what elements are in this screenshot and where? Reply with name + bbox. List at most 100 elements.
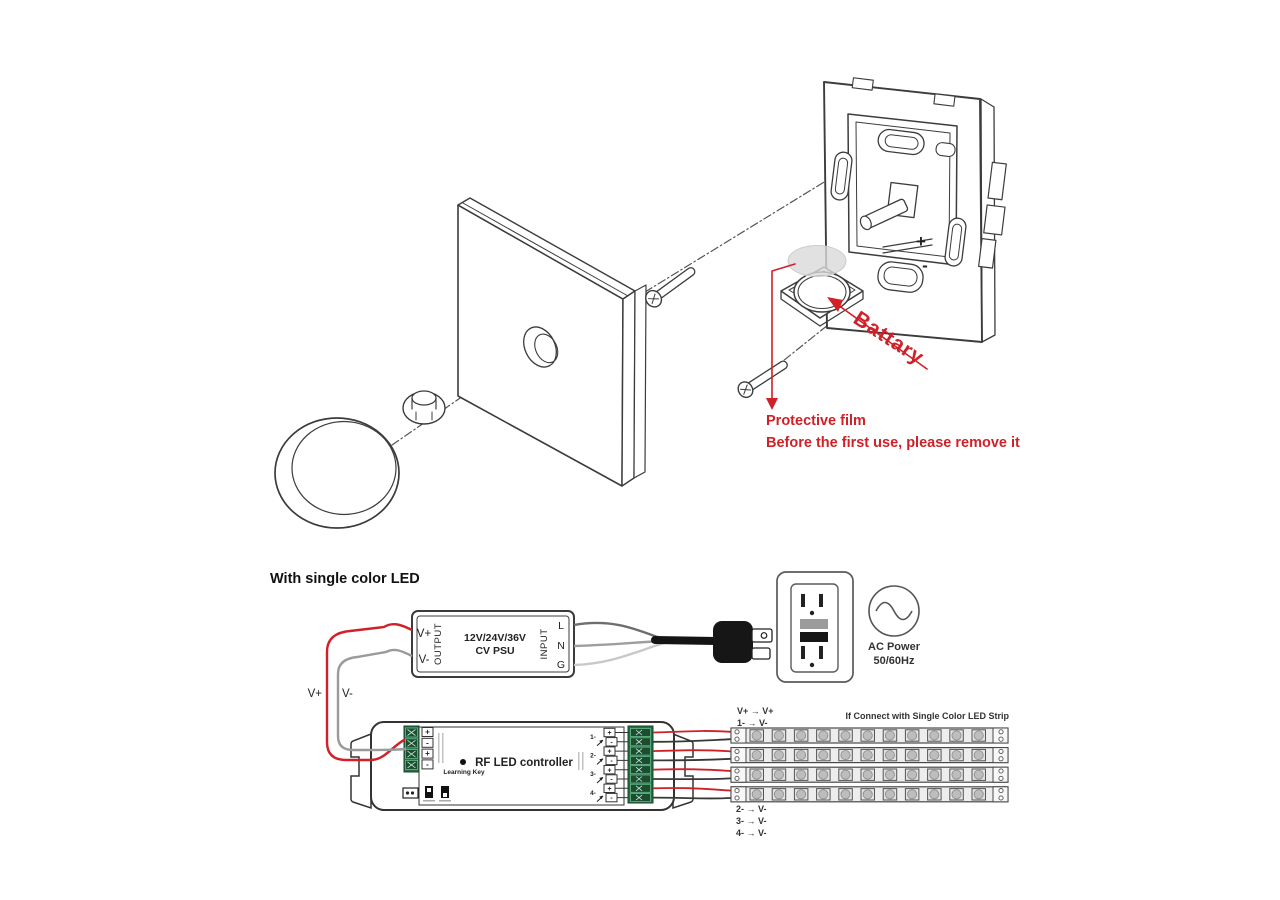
psu-terminal-N: N	[557, 640, 565, 652]
connection-legend: V+ → V+ 1- → V- 2- → V- 3- → V- 4- → V- …	[736, 706, 1010, 838]
panel-hole	[523, 326, 559, 368]
psu-vplus-label: V+	[417, 628, 432, 640]
output-terminal-screw	[630, 756, 651, 765]
led-strip	[730, 727, 1009, 744]
psu-input-label: INPUT	[539, 629, 550, 660]
battery-arrow-line	[837, 304, 928, 370]
ac-power-line1: AC Power	[868, 641, 921, 653]
bracket-slot-bottom	[877, 261, 924, 293]
svg-text:1-: 1-	[590, 734, 596, 741]
input-polarity-mark: -	[426, 738, 429, 747]
output-terminal-screw	[630, 793, 651, 802]
flange-nut	[402, 390, 446, 425]
led-strips	[730, 727, 1009, 803]
bracket-slot-top	[877, 128, 925, 156]
strip-wire-positive	[652, 749, 732, 753]
mapping-bottom-2: 3- → V-	[736, 816, 767, 826]
battery-minus-mark: -	[922, 256, 928, 275]
plug-prong-ground	[751, 628, 773, 643]
psu-model-line2: CV PSU	[475, 645, 514, 657]
protective-film	[787, 245, 847, 277]
dc-bus-wires: V+ V-	[308, 622, 413, 762]
controller-output-channel: 1- + -	[590, 727, 651, 747]
psu-output-label: OUTPUT	[433, 623, 444, 665]
coin-battery	[793, 271, 851, 313]
dip-switch-2[interactable]	[441, 786, 449, 798]
strip-wire-negative	[652, 757, 732, 762]
svg-text:+: +	[607, 730, 611, 737]
film-note-line2: Before the first use, please remove it	[766, 435, 1020, 451]
output-terminal-screw	[630, 737, 651, 747]
led-strip	[730, 786, 1009, 803]
film-arrowhead	[766, 398, 778, 410]
battery-annotation	[827, 297, 928, 370]
power-plug	[713, 621, 773, 663]
bracket-slot-left	[830, 151, 853, 201]
plug-prong-flat	[751, 647, 771, 660]
rotary-knob	[274, 417, 400, 529]
glass-faceplate	[457, 197, 647, 487]
svg-text:-: -	[610, 739, 613, 746]
svg-text:4-: 4-	[590, 790, 596, 797]
ac-power-line2: 50/60Hz	[874, 655, 915, 667]
bus-vplus-label: V+	[308, 688, 323, 700]
output-terminal-screw	[630, 728, 651, 737]
strip-wire-positive	[652, 730, 732, 734]
mapping-top-1: V+ → V+	[737, 706, 774, 716]
psu-box: V+ V- OUTPUT 12V/24V/36V CV PSU INPUT L …	[411, 610, 575, 678]
battery-screw	[737, 360, 788, 399]
strip-solder-pad	[992, 727, 1009, 744]
strip-wire-negative	[652, 796, 732, 800]
strip-solder-pad	[992, 766, 1009, 783]
film-annotation	[766, 263, 796, 410]
ac-input-wires	[573, 621, 720, 667]
strip-note: If Connect with Single Color LED Strip	[846, 711, 1010, 721]
power-cord	[651, 636, 720, 645]
strip-wire-positive	[652, 768, 732, 772]
axis-line-screw	[644, 167, 848, 293]
input-polarity-box	[421, 748, 434, 759]
svg-text:-: -	[610, 795, 613, 802]
outlet-test-button	[800, 619, 828, 629]
output-channels: 1-+-2-+-3-+-4-+-	[590, 727, 651, 803]
psu-model-line1: 12V/24V/36V	[464, 632, 526, 644]
battery-plus-mark: +	[916, 232, 926, 251]
input-terminal-details: +-+-	[405, 727, 434, 770]
bus-vminus-label: V-	[342, 688, 353, 700]
learning-key-button[interactable]	[460, 759, 466, 765]
input-polarity-box	[421, 727, 434, 737]
input-polarity-mark: +	[425, 749, 430, 758]
input-polarity-box	[421, 759, 434, 770]
controller-output-channel: 2-+-	[590, 746, 651, 766]
svg-text:+: +	[607, 786, 611, 793]
psu-terminal-L: L	[558, 620, 564, 632]
strip-solder-pad	[992, 747, 1009, 764]
mapping-top-2: 1- → V-	[737, 718, 768, 728]
controller-output-channel: 4- + -	[590, 783, 651, 803]
output-terminal-screw	[630, 765, 651, 775]
wall-outlet	[776, 571, 854, 683]
wiring-diagram: With single color LED V+ V- OUTPUT 12V/2…	[270, 571, 1010, 838]
input-polarity-mark: -	[426, 760, 429, 769]
strip-solder-pad	[992, 786, 1009, 803]
led-strip	[730, 766, 1009, 783]
sine-wave-icon	[875, 601, 913, 621]
vplus-wire	[325, 622, 413, 762]
input-polarity-mark: +	[425, 728, 430, 737]
strip-wire-negative	[652, 738, 732, 743]
vminus-wire	[336, 648, 413, 752]
strip-wires	[652, 730, 732, 800]
bracket-slot-right	[944, 217, 967, 267]
film-arrow-line	[771, 263, 796, 399]
wall-mount-bracket: + -	[823, 77, 1007, 343]
film-note-line1: Protective film	[766, 413, 866, 429]
svg-text:-: -	[610, 777, 613, 784]
controller-output-channel: 3-+-	[590, 765, 651, 784]
strip-wire-negative	[652, 777, 732, 781]
controller-ear-left	[350, 732, 372, 810]
mapping-bottom-1: 2- → V-	[736, 804, 767, 814]
controller-ear-right	[672, 732, 694, 810]
output-terminal-screw	[630, 746, 651, 756]
section-title: With single color LED	[270, 571, 420, 587]
